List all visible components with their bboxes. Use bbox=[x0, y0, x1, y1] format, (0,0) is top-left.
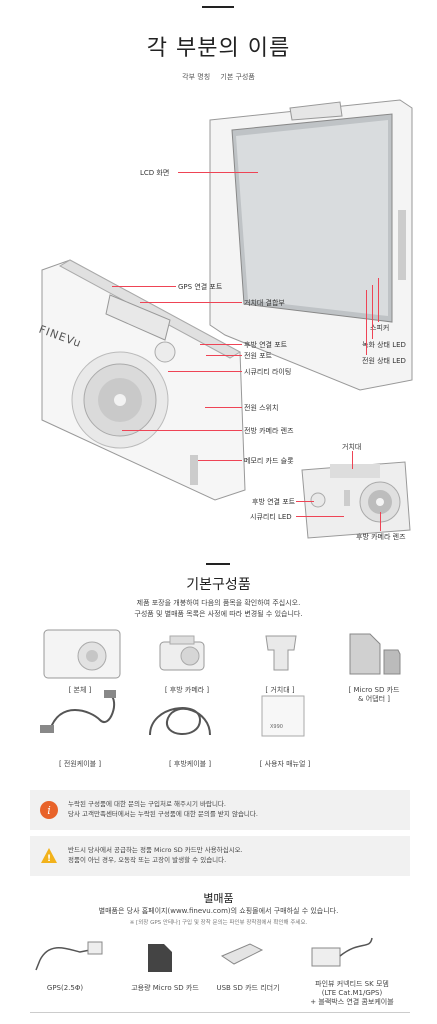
front-view-device bbox=[41, 259, 246, 501]
label-front-lens: 전방 카메라 렌즈 bbox=[244, 427, 294, 435]
item-sd-card-icon bbox=[349, 633, 401, 675]
leader-power-port bbox=[206, 355, 242, 356]
caption-power-cable: [ 전원케이블 ] bbox=[58, 760, 102, 768]
caption-manual: [ 사용자 매뉴얼 ] bbox=[259, 760, 311, 768]
label-security-lighting: 시큐리티 라이팅 bbox=[244, 368, 292, 376]
note-1-line-2: 당사 고객만족센터에서는 누락된 구성품에 대한 문의를 받지 않습니다. bbox=[68, 810, 258, 818]
leader-bracket bbox=[352, 451, 353, 469]
info-icon: i bbox=[40, 801, 58, 819]
caption-modem-3: + 블랙박스 연결 콤보케이블 bbox=[310, 998, 394, 1006]
caption-modem-1: 파인뷰 커넥티드 SK 모뎀 bbox=[315, 980, 389, 988]
leader-power-switch bbox=[205, 407, 242, 408]
caption-sd-card-1: [ Micro SD 카드 bbox=[348, 686, 400, 694]
label-security-led: 시큐리티 LED bbox=[250, 513, 292, 521]
label-power-switch: 전원 스위치 bbox=[244, 404, 279, 412]
extra-modem-icon bbox=[311, 937, 373, 967]
extra-sd-icon bbox=[148, 944, 172, 972]
extra-card-reader-icon bbox=[220, 943, 264, 965]
label-rec-led: 녹화 상태 LED bbox=[362, 341, 406, 349]
caption-main-unit: [ 본체 ] bbox=[68, 686, 92, 694]
footer-divider bbox=[30, 1012, 410, 1013]
leader-rear-port bbox=[200, 344, 242, 345]
leader-security-led bbox=[296, 516, 344, 517]
note-missing-items: i 누락된 구성품에 대한 문의는 구입처로 해주시기 바랍니다. 당사 고객만… bbox=[30, 790, 410, 830]
caption-modem-2: (LTE Cat.M1/GPS) bbox=[321, 989, 383, 997]
leader-security bbox=[168, 371, 242, 372]
caption-bracket: [ 거치대 ] bbox=[265, 686, 295, 694]
caption-gps: GPS(2.5Φ) bbox=[46, 984, 84, 992]
rear-view-device bbox=[209, 99, 413, 391]
caption-sd-card-2: & 어댑터 ] bbox=[358, 695, 390, 703]
label-speaker: 스피커 bbox=[370, 324, 390, 332]
item-rear-cable-icon bbox=[149, 707, 211, 736]
label-gps-port: GPS 연결 포트 bbox=[178, 283, 223, 291]
note-1-line-1: 누락된 구성품에 대한 문의는 구입처로 해주시기 바랍니다. bbox=[68, 800, 226, 808]
label-mount: 거치대 결합부 bbox=[244, 299, 285, 307]
label-power-port: 전원 포트 bbox=[244, 352, 272, 360]
leader-mount bbox=[140, 302, 242, 303]
tab-part-names[interactable]: 각부 명칭 bbox=[182, 73, 211, 81]
item-bracket-icon bbox=[265, 635, 297, 671]
section-divider bbox=[206, 563, 230, 565]
caption-rear-camera: [ 후방 카메라 ] bbox=[164, 686, 210, 694]
extra-title: 별매품 bbox=[203, 892, 234, 905]
header-top-bar bbox=[202, 6, 234, 8]
note-sd-card: ! 반드시 당사에서 공급하는 정품 Micro SD 카드만 사용하십시오. … bbox=[30, 836, 410, 876]
basic-title: 기본구성품 bbox=[186, 577, 251, 593]
caption-rear-cable: [ 후방케이블 ] bbox=[168, 760, 212, 768]
leader-rec-led bbox=[372, 285, 373, 339]
leader-sd-slot bbox=[198, 460, 242, 461]
label-rear-cam-port: 후방 연결 포트 bbox=[252, 498, 296, 506]
leader-lcd bbox=[178, 172, 258, 173]
item-rear-camera-icon bbox=[159, 635, 205, 671]
page-title: 각 부분의 이름 bbox=[146, 36, 291, 61]
extra-small-note: ※ [외장 GPS 안테나] 구입 및 장착 문의는 파인뷰 장착점에서 확인해… bbox=[129, 920, 308, 926]
leader-rear-lens bbox=[380, 512, 381, 531]
item-power-cable-icon bbox=[40, 690, 116, 733]
label-rear-lens: 후방 카메라 렌즈 bbox=[356, 533, 406, 541]
note-2-line-1: 반드시 당사에서 공급하는 정품 Micro SD 카드만 사용하십시오. bbox=[68, 846, 243, 854]
warning-icon: ! bbox=[40, 847, 58, 865]
leader-rear-cam-port bbox=[296, 501, 314, 502]
extra-items-illustrations bbox=[35, 937, 373, 972]
leader-power-led bbox=[366, 290, 367, 355]
note-2-line-2: 정품이 아닌 경우, 오동작 또는 고장이 발생할 수 있습니다. bbox=[68, 856, 227, 864]
rear-camera bbox=[301, 461, 411, 539]
caption-extra-sd: 고용량 Micro SD 카드 bbox=[131, 984, 199, 992]
manual-cover-label: X990 bbox=[270, 724, 283, 730]
leader-gps bbox=[112, 286, 176, 287]
leader-speaker bbox=[378, 278, 379, 322]
svg-text:i: i bbox=[47, 804, 51, 817]
label-rear-port: 후방 연결 포트 bbox=[244, 341, 288, 349]
leader-front-lens bbox=[122, 430, 242, 431]
basic-items-illustrations bbox=[40, 629, 401, 737]
item-main-unit-icon bbox=[43, 629, 121, 679]
item-manual-icon bbox=[261, 695, 305, 737]
sub-tabs: 각부 명칭 기본 구성품 bbox=[0, 72, 437, 82]
extra-desc: 별매품은 당사 홈페이지(www.finevu.com)의 쇼핑몰에서 구매하실… bbox=[98, 907, 339, 915]
basic-desc-1: 제품 포장을 개봉하여 다음의 품목을 확인하여 주십시오. bbox=[136, 599, 301, 607]
tab-basic-items[interactable]: 기본 구성품 bbox=[220, 73, 255, 81]
label-lcd: LCD 화면 bbox=[140, 169, 170, 177]
label-power-led: 전원 상태 LED bbox=[362, 357, 406, 365]
device-diagram bbox=[41, 99, 413, 539]
basic-desc-2: 구성품 및 별매품 목록은 사정에 따라 변경될 수 있습니다. bbox=[134, 610, 303, 618]
svg-text:!: ! bbox=[47, 854, 51, 864]
caption-card-reader: USB SD 카드 리더기 bbox=[216, 984, 280, 992]
label-bracket: 거치대 bbox=[342, 443, 362, 451]
extra-gps-icon bbox=[35, 941, 103, 971]
label-sd-slot: 메모리 카드 슬롯 bbox=[244, 457, 294, 465]
